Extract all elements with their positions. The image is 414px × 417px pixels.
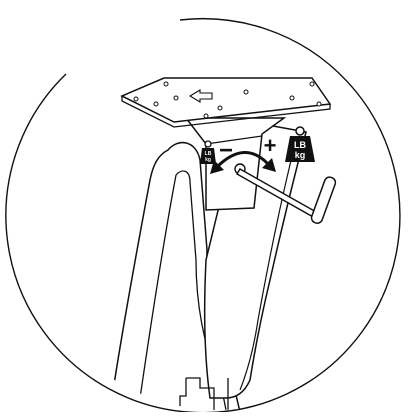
heavy-weight-label-lb: LB xyxy=(294,140,306,150)
plate-hole xyxy=(164,82,168,86)
plate-hole xyxy=(244,90,248,94)
plate-hole xyxy=(218,106,222,110)
decrease-sign: − xyxy=(219,137,233,164)
light-weight-label-kg: kg xyxy=(205,157,211,163)
stand-assembly: − + LB kg LB kg xyxy=(110,78,337,412)
increase-sign: + xyxy=(264,133,277,158)
plate-hole xyxy=(154,102,158,106)
plate-hole xyxy=(290,96,294,100)
plate-hole xyxy=(317,102,321,106)
plate-hole xyxy=(174,96,178,100)
hex-key-handle xyxy=(310,176,337,225)
plate-hole xyxy=(204,114,208,118)
plate-hole xyxy=(134,97,138,101)
plate-hole xyxy=(310,82,314,86)
mounting-plate xyxy=(122,78,330,122)
heavy-weight-label-kg: kg xyxy=(295,150,306,160)
